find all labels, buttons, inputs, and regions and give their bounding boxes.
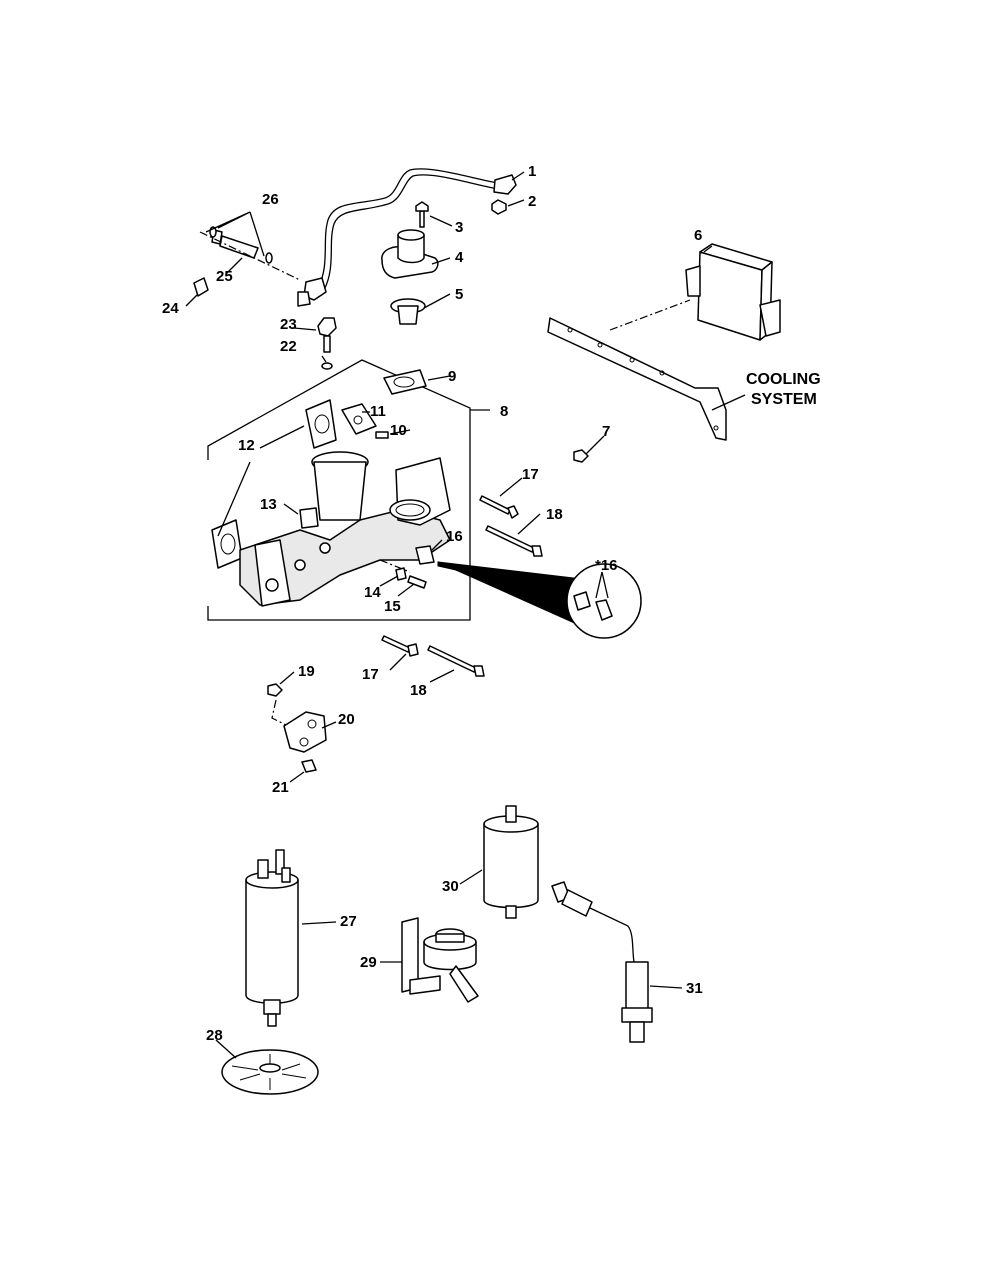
callout-28: 28	[206, 1027, 223, 1044]
leader-lines	[185, 171, 713, 1059]
plug-part-13	[299, 507, 319, 529]
detail-callout-16	[437, 561, 642, 639]
bolt-part-17-right	[479, 495, 519, 519]
callout-25: 25	[216, 268, 233, 285]
callout-18-a: 18	[546, 506, 563, 523]
callout-3: 3	[455, 219, 463, 236]
oxygen-sensor	[551, 881, 653, 1043]
bolt-part-18-right	[485, 525, 543, 557]
callout-20: 20	[338, 711, 355, 728]
bolt-part-19	[267, 683, 283, 697]
bolt-part-21	[301, 759, 317, 773]
gasket-part-12-upper	[305, 399, 337, 449]
callout-2: 2	[528, 193, 536, 210]
callout-19: 19	[298, 663, 315, 680]
callout-9: 9	[448, 368, 456, 385]
cooling-system-label-line1: COOLING	[746, 371, 821, 388]
callout-26: 26	[262, 191, 279, 208]
callout-22: 22	[280, 338, 297, 355]
thermostat-housing	[381, 229, 439, 279]
callout-18-b: 18	[410, 682, 427, 699]
plate-part-11	[341, 403, 377, 435]
manifold-group-frame	[207, 359, 471, 621]
detail-label-16: *16	[595, 557, 618, 574]
bolt-part-3	[415, 201, 429, 228]
thermostat	[390, 298, 426, 325]
temperature-sensor	[317, 317, 337, 353]
fuel-pump	[245, 849, 299, 1027]
mounting-bracket	[547, 317, 727, 441]
callout-17-a: 17	[522, 466, 539, 483]
clip-part-24	[193, 277, 209, 297]
screw-part-10	[375, 431, 389, 439]
callout-27: 27	[340, 913, 357, 930]
bolt-part-7	[573, 449, 589, 463]
bolt-part-17-lower	[381, 635, 419, 657]
injector-part-25	[211, 229, 259, 259]
callout-24: 24	[162, 300, 179, 317]
fuel-rail-tube	[297, 168, 517, 307]
callout-30: 30	[442, 878, 459, 895]
intake-manifold	[239, 451, 451, 607]
cooling-system-label-line2: SYSTEM	[751, 391, 817, 408]
callout-12: 12	[238, 437, 255, 454]
callout-16: 16	[446, 528, 463, 545]
fitting-part-15	[407, 575, 427, 589]
callout-23: 23	[280, 316, 297, 333]
callout-7: 7	[602, 423, 610, 440]
callout-29: 29	[360, 954, 377, 971]
callout-11: 11	[370, 403, 386, 420]
callout-14: 14	[364, 584, 381, 601]
bolt-part-18-lower	[427, 645, 485, 677]
callout-8: 8	[500, 403, 508, 420]
callout-10: 10	[390, 422, 407, 439]
fuel-strainer	[221, 1049, 319, 1095]
callout-numbers: 1 2 3 4 5 6 7 8 9 10 11 12 13 14 15 16 1…	[162, 163, 821, 1044]
elbow-fitting-16	[415, 545, 435, 565]
callout-1: 1	[528, 163, 536, 180]
callout-5: 5	[455, 286, 463, 303]
callout-15: 15	[384, 598, 401, 615]
callout-6: 6	[694, 227, 702, 244]
o-ring-part-22	[321, 362, 333, 370]
callout-17-b: 17	[362, 666, 379, 683]
callout-13: 13	[260, 496, 277, 513]
callout-4: 4	[455, 249, 464, 266]
pressure-regulator	[401, 917, 479, 1003]
gasket-part-9	[383, 369, 427, 395]
bolt-part-2	[491, 199, 507, 215]
callout-31: 31	[686, 980, 703, 997]
bracket-part-20	[283, 711, 327, 753]
fitting-part-14	[395, 567, 407, 581]
fuel-filter	[483, 805, 539, 919]
callout-21: 21	[272, 779, 289, 796]
ecu-module	[685, 243, 781, 341]
gasket-part-12-lower	[211, 519, 243, 569]
